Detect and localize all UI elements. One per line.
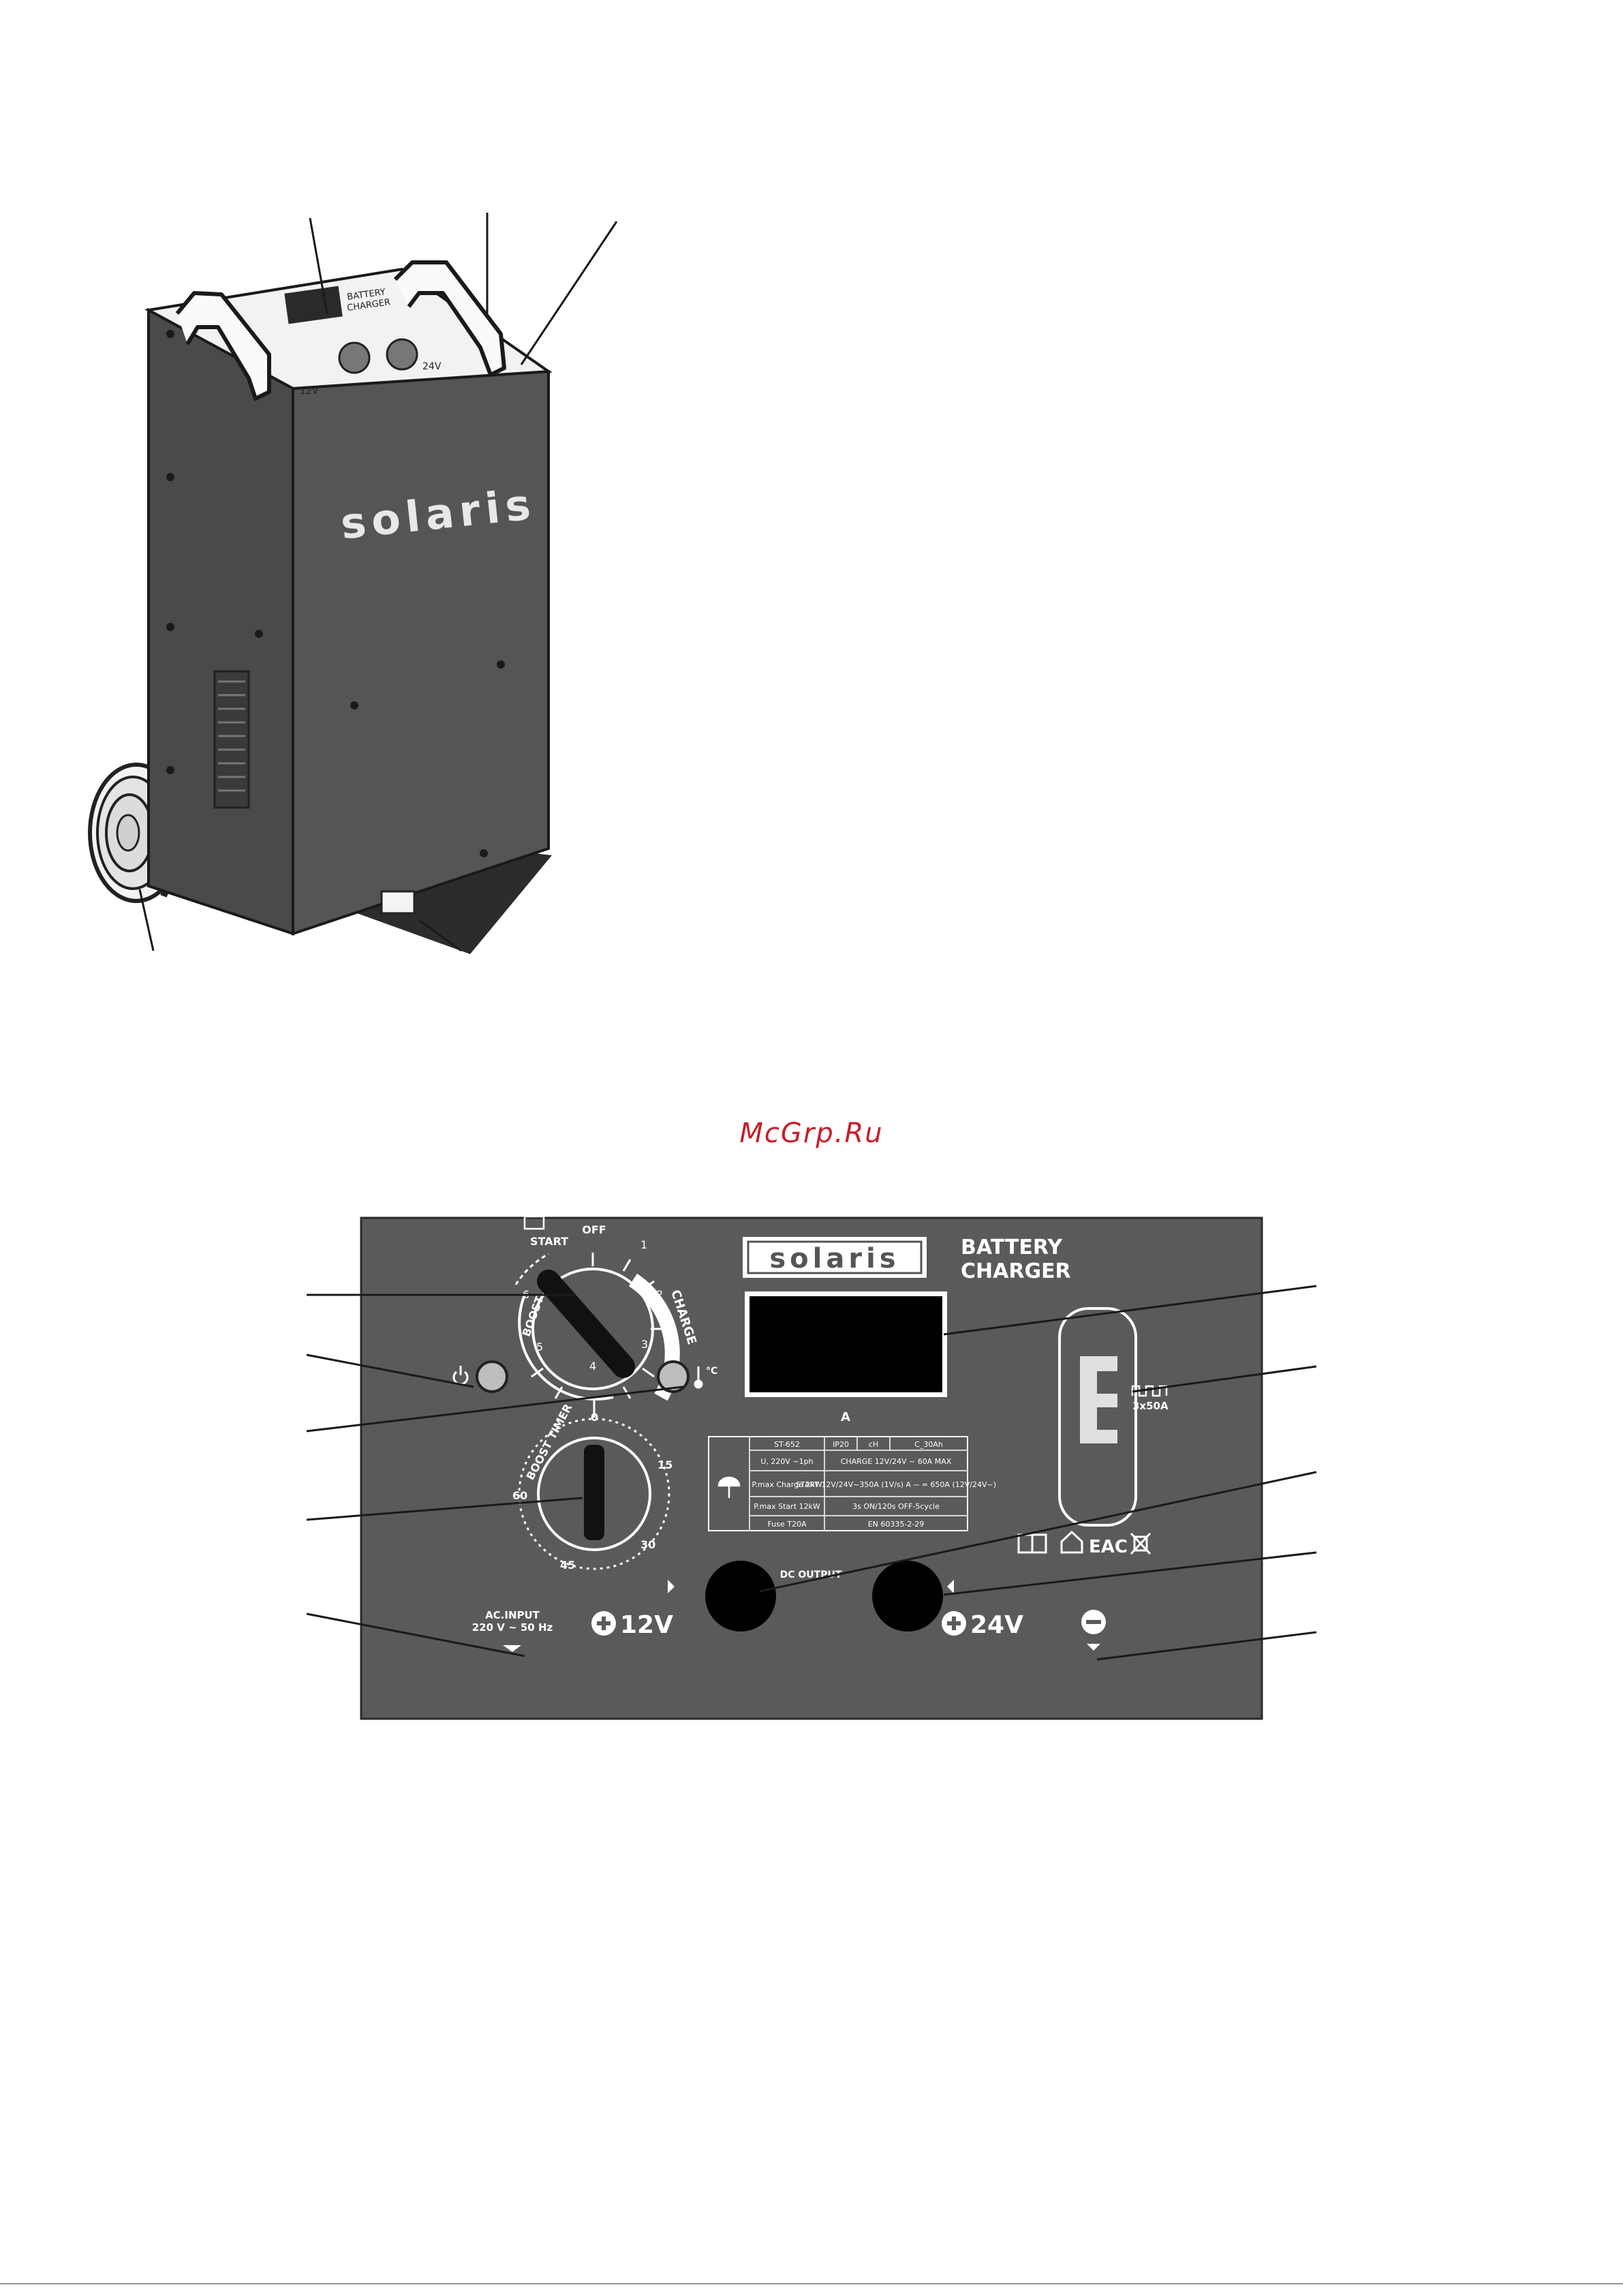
handle-left — [175, 291, 271, 401]
arrow-ac-input-icon — [503, 1645, 521, 1652]
fuse-rating-label: 3x50A — [1132, 1400, 1169, 1412]
boost-timer-tick-60: 60 — [512, 1489, 527, 1502]
ac-input-connector — [380, 890, 416, 915]
charger-illustration: solaris BATTERY CHARGER 12V 24V — [88, 213, 618, 954]
minus-icon — [1081, 1610, 1106, 1634]
top-knob-right — [386, 338, 418, 371]
arrow-12v-icon — [668, 1580, 675, 1593]
spec-class: cH — [869, 1440, 878, 1449]
boost-timer-tick-0: 0 — [591, 1411, 598, 1424]
certification-icons: EAC — [1017, 1530, 1151, 1557]
handle-right — [393, 260, 506, 377]
spec-pmax-charge: P.max Charge 2kW — [752, 1480, 822, 1489]
top-knob-left — [338, 341, 371, 374]
mode-dial-start-label: START — [530, 1235, 568, 1248]
footer-rule — [0, 2283, 1623, 2284]
fuse-bracket-icon — [1080, 1356, 1117, 1443]
arrow-24v-icon — [947, 1580, 954, 1593]
spec-capacity: C_30Ah — [914, 1440, 943, 1449]
spec-table: ST-652 IP20 cH C_30Ah U, 220V ~1ph CHARG… — [708, 1436, 996, 1531]
top-display — [284, 286, 343, 324]
boost-timer-tick-45: 45 — [560, 1559, 575, 1572]
out-24v-label: 24V — [970, 1611, 1023, 1639]
boost-timer-tick-15: 15 — [658, 1458, 673, 1471]
ac-input-label: AC.INPUT — [485, 1609, 540, 1621]
control-panel-diagram: solaris BATTERY CHARGER A 3x50A START OF… — [306, 1212, 1317, 1720]
mode-dial-tick-1: 1 — [640, 1238, 647, 1251]
mode-dial-tick-marks — [531, 1253, 664, 1399]
mode-dial-tick-4: 4 — [589, 1360, 596, 1373]
arrow-minus-icon — [1087, 1644, 1100, 1651]
thermometer-icon — [694, 1366, 703, 1389]
mode-dial-tick-2: 2 — [656, 1288, 663, 1301]
spec-model: ST-652 — [774, 1440, 800, 1449]
brand-badge — [743, 1237, 927, 1278]
spec-pmax-start: P.max Start 12kW — [754, 1502, 820, 1511]
panel-title-charger: CHARGER — [961, 1259, 1071, 1283]
mode-dial-tick-3: 3 — [641, 1338, 648, 1351]
top-label-24v: 24V — [422, 361, 442, 372]
screws — [166, 330, 505, 857]
mode-dial-tick-5: 5 — [536, 1341, 543, 1353]
engine-icon — [523, 1212, 545, 1230]
spec-fuse: Fuse T20A — [768, 1520, 807, 1529]
plus-icon-12v — [591, 1611, 616, 1636]
panel-callout-lines — [306, 1285, 1317, 1661]
boost-timer-knob[interactable] — [537, 1437, 651, 1551]
ammeter-unit-label: A — [841, 1410, 850, 1424]
boost-timer-tick-30: 30 — [640, 1538, 655, 1551]
callout-lines — [138, 213, 618, 952]
panel-brand-logo: solaris — [769, 1243, 899, 1274]
mode-dial-off-label: OFF — [582, 1223, 606, 1236]
spec-charge: CHARGE 12V/24V ~ 60A MAX — [841, 1457, 952, 1466]
fuse-holder — [1058, 1307, 1137, 1527]
plus-icon-24v — [942, 1611, 966, 1636]
spec-ip: IP20 — [833, 1440, 849, 1449]
watermark: McGrp.Ru — [739, 1118, 884, 1149]
panel-title-battery: BATTERY — [961, 1236, 1063, 1259]
ac-input-spec: 220 V ~ 50 Hz — [472, 1621, 553, 1634]
indoor-use-umbrella-icon — [717, 1476, 741, 1498]
spec-cycle: 3s ON/120s OFF-5cycle — [852, 1502, 940, 1511]
vent-grille — [213, 670, 250, 809]
eac-mark: EAC — [1089, 1537, 1128, 1557]
spec-voltage: U, 220V ~1ph — [760, 1457, 813, 1466]
spec-standard: EN 60335-2-29 — [868, 1520, 925, 1529]
weee-bin-icon — [1130, 1532, 1151, 1555]
terminal-24v[interactable] — [872, 1561, 943, 1632]
charger-side — [147, 307, 294, 936]
temperature-label: °C — [706, 1366, 717, 1377]
terminal-12v[interactable] — [705, 1561, 776, 1632]
indoor-house-icon — [1060, 1530, 1083, 1554]
overheat-indicator: °C — [657, 1360, 717, 1393]
charger-front — [292, 369, 550, 936]
top-label-12v: 12V — [300, 386, 319, 397]
fuse-symbol-icon — [1131, 1385, 1168, 1397]
spec-start: START 12V/24V~350A (1V/s) A ⎓ = 650A (12… — [796, 1480, 996, 1489]
out-12v-label: 12V — [620, 1611, 673, 1639]
boost-timer-pointer — [584, 1445, 604, 1540]
